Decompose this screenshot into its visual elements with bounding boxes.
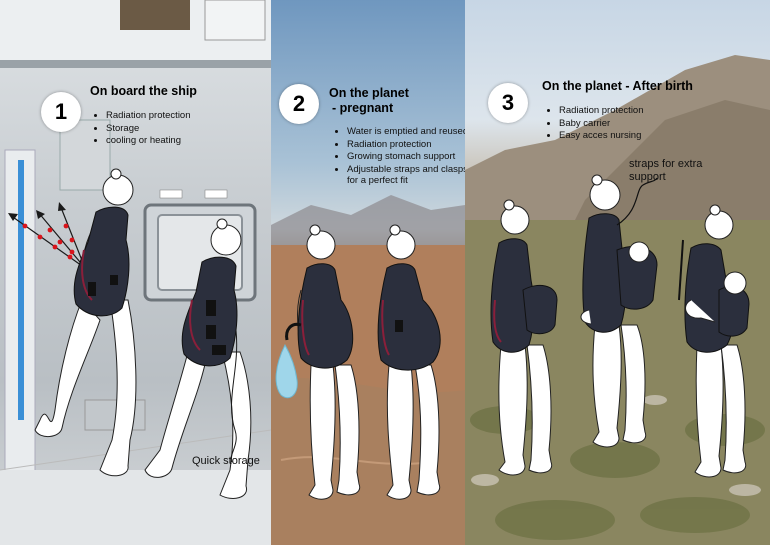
feature-item: Growing stomach support	[347, 151, 465, 163]
feature-item: Water is emptied and reused	[347, 126, 465, 138]
feature-list: Radiation protection Storage cooling or …	[92, 110, 246, 148]
feature-list: Water is emptied and reused Radiation pr…	[333, 126, 465, 188]
feature-item: Adjustable straps and clasps for a perfe…	[347, 164, 465, 187]
panel-title-line-2: - pregnant	[332, 101, 394, 115]
panel-title-line-1: On the planet	[329, 86, 409, 100]
figure-nursing	[678, 204, 750, 478]
feature-list: Radiation protection Baby carrier Easy a…	[545, 105, 699, 143]
figure-with-carrier-front	[490, 199, 558, 476]
panel-on-planet-after-birth: 3 On the planet - After birth Radiation …	[465, 0, 770, 545]
panel-title: On board the ship	[90, 84, 197, 98]
step-number: 1	[54, 99, 68, 124]
panel-on-planet-pregnant: 2 On the planet - pregnant Water is empt…	[271, 0, 465, 545]
feature-item: cooling or heating	[106, 135, 246, 147]
figure-with-baby-front	[580, 174, 658, 448]
figure-walking-1	[34, 168, 137, 477]
airflow-arrows	[8, 202, 86, 269]
feature-item: Radiation protection	[559, 105, 699, 117]
step-number: 3	[501, 90, 515, 115]
step-number-badge: 3	[488, 83, 528, 123]
baby-carrier-pouch	[522, 284, 558, 335]
step-number: 2	[292, 91, 306, 116]
panel-on-board-ship: 1 On board the ship Radiation protection…	[0, 0, 271, 545]
quick-storage-annotation: Quick storage	[192, 455, 260, 467]
feature-item: Storage	[106, 123, 246, 135]
figure-pregnant-2	[377, 224, 441, 500]
feature-item: Radiation protection	[106, 110, 246, 122]
step-number-badge: 2	[279, 84, 319, 124]
baby-head	[723, 271, 747, 295]
figure-pregnant-1	[275, 224, 361, 500]
figure-walking-2	[144, 218, 252, 499]
straps-annotation: straps for extra support	[629, 158, 703, 183]
baby-head	[628, 241, 650, 263]
feature-item: Baby carrier	[559, 118, 699, 130]
step-number-badge: 1	[41, 92, 81, 132]
panel-title: On the planet - After birth	[542, 79, 693, 93]
feature-item: Easy acces nursing	[559, 130, 699, 142]
feature-item: Radiation protection	[347, 139, 465, 151]
water-bag-icon	[275, 343, 298, 399]
annotation-leader-line	[616, 177, 658, 226]
